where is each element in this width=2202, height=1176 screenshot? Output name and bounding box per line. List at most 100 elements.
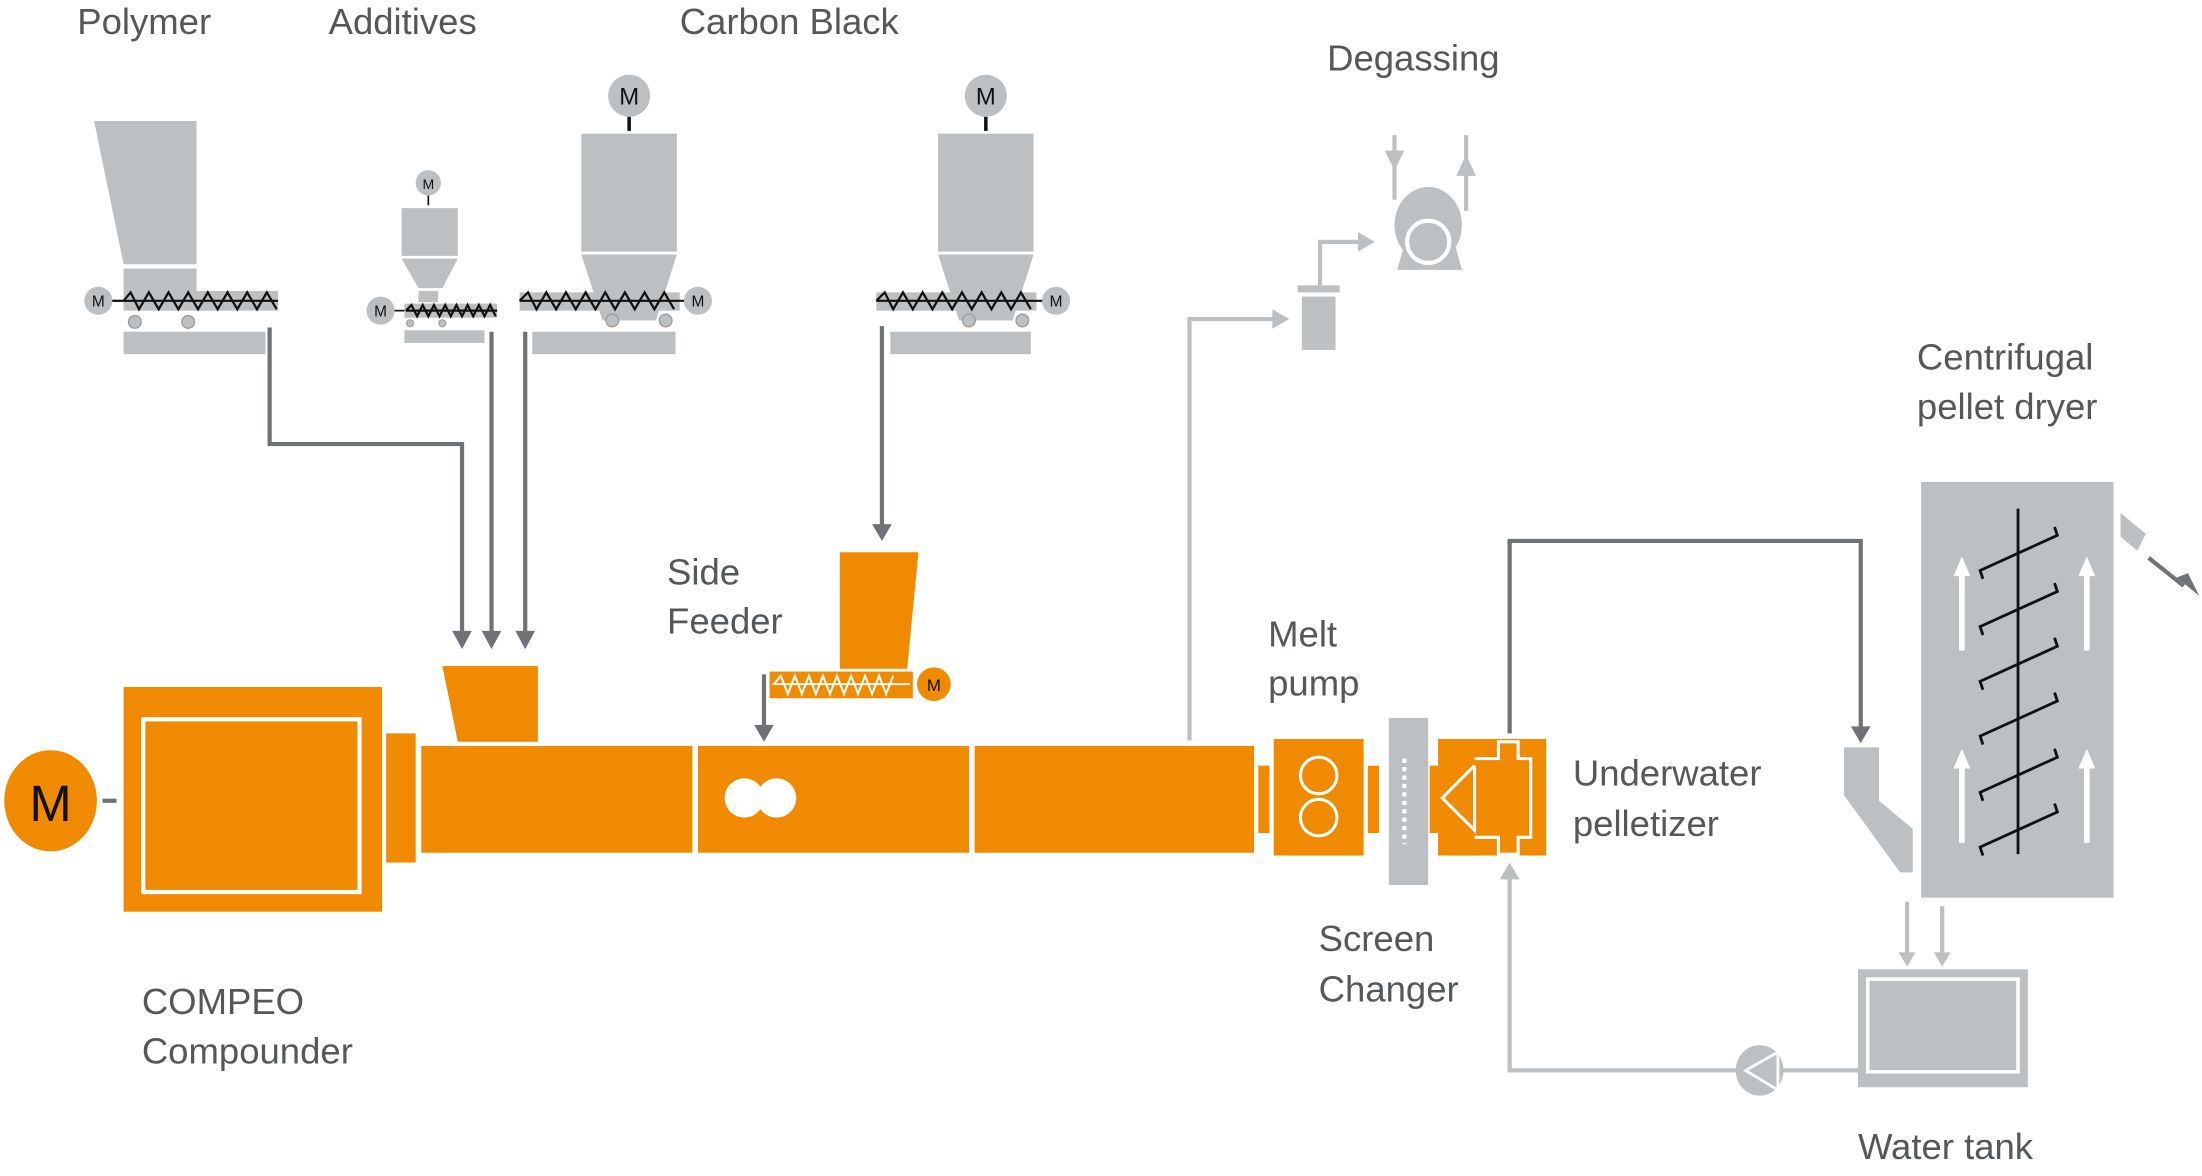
melt-pump <box>1258 738 1380 856</box>
arrow-down-icon <box>872 524 892 541</box>
roller-icon <box>961 313 977 328</box>
screw-icon <box>122 290 278 312</box>
motor-icon: M <box>415 170 441 196</box>
water-loop <box>1499 862 2028 1096</box>
side-feeder: M <box>769 552 951 702</box>
motor-icon: M <box>608 74 651 117</box>
rotor-blades-icon <box>1978 526 2060 856</box>
roller-icon <box>405 319 415 328</box>
label-screen-changer-line1: Screen <box>1319 918 1435 959</box>
underwater-pelletizer <box>1438 738 1547 856</box>
water-pump-icon <box>1735 1045 1784 1096</box>
additives-scale <box>404 330 485 343</box>
vent-line <box>1187 316 1276 741</box>
silo-outlet <box>968 275 1000 293</box>
side-scale <box>890 331 1031 355</box>
vent-pot <box>1301 296 1336 350</box>
arrow-down-icon <box>515 630 536 650</box>
svg-text:M: M <box>92 294 105 311</box>
vacuum-line <box>1317 239 1360 286</box>
carbon-black-scale <box>532 331 676 355</box>
label-side-feeder-line1: Side <box>667 551 740 592</box>
label-compeo-line1: COMPEO <box>142 981 304 1022</box>
adapter <box>1258 765 1270 834</box>
screw-icon <box>405 302 497 319</box>
adapter <box>1429 765 1439 834</box>
arrow-down-icon <box>754 724 774 742</box>
screen-changer <box>1388 717 1439 886</box>
screen-changer-body <box>1388 717 1429 886</box>
arrow-down-icon <box>1898 952 1916 967</box>
side-feeder-hopper <box>839 552 919 669</box>
compeo-compounder: M <box>4 665 1255 912</box>
additives-bin <box>401 208 458 256</box>
label-water-tank: Water tank <box>1858 1126 2034 1167</box>
polymer-feeder: M <box>84 121 279 355</box>
carbon-black-feeder-side: M M <box>875 74 1071 355</box>
svg-text:M: M <box>927 676 941 695</box>
carbon-black-silo <box>938 133 1034 252</box>
svg-text:M: M <box>976 84 996 111</box>
adapter <box>1367 765 1380 834</box>
arrow-up-icon <box>1499 862 1520 880</box>
dryer-outlet-line <box>2147 556 2186 588</box>
arrow-down-icon <box>452 630 472 650</box>
additives-outlet <box>418 290 439 303</box>
arrow-down-icon <box>1933 952 1951 967</box>
arrow-icon <box>2176 573 2200 596</box>
roller-icon <box>438 319 447 328</box>
barrel-section-1 <box>421 745 693 853</box>
carbon-black-silo <box>581 133 677 252</box>
polymer-hopper <box>94 121 197 265</box>
main-hopper <box>442 665 538 742</box>
arrow-right-icon <box>1357 232 1375 252</box>
twin-screw-icon <box>724 778 797 818</box>
water-supply-line <box>1507 877 1738 1073</box>
label-side-feeder-line2: Feeder <box>667 601 783 642</box>
arrow-down-icon <box>1384 150 1405 171</box>
motor-icon: M <box>84 286 113 315</box>
vacuum-pump-icon <box>1394 187 1462 270</box>
label-degassing: Degassing <box>1327 38 1499 79</box>
gearbox-panel <box>141 717 362 895</box>
label-screen-changer-line2: Changer <box>1319 969 1459 1010</box>
label-dryer-line2: pellet dryer <box>1917 386 2098 427</box>
svg-text:M: M <box>1050 294 1063 311</box>
dryer-inlet-chute <box>1843 747 1913 873</box>
coupling <box>386 733 416 863</box>
roller-icon <box>181 314 196 329</box>
motor-icon: M <box>917 667 951 702</box>
feed-lines <box>267 326 2200 744</box>
svg-text:M: M <box>30 775 72 832</box>
label-dryer-line1: Centrifugal <box>1917 337 2094 378</box>
motor-icon: M <box>366 296 395 325</box>
label-carbon-black: Carbon Black <box>680 1 900 42</box>
label-underwater-line2: pelletizer <box>1573 803 1719 844</box>
gear-pump-icon <box>1298 755 1339 838</box>
roller-icon <box>127 314 142 329</box>
label-underwater-line1: Underwater <box>1573 752 1762 793</box>
svg-text:M: M <box>422 176 434 192</box>
polymer-scale <box>123 331 266 355</box>
svg-text:M: M <box>374 304 387 321</box>
roller-icon <box>605 313 620 328</box>
arrow-right-icon <box>1272 309 1290 329</box>
label-additives: Additives <box>329 1 477 42</box>
airflow-arrows-icon <box>1953 556 2096 843</box>
dryer-outlet-chute <box>2120 512 2146 551</box>
barrel-section-3 <box>974 745 1255 853</box>
svg-text:M: M <box>692 294 705 311</box>
additives-cone <box>401 258 458 289</box>
additives-feeder: M M <box>366 170 498 343</box>
polymer-feed-line <box>267 327 465 636</box>
label-melt-pump-line2: pump <box>1268 662 1359 703</box>
motor-icon: M <box>1042 286 1071 315</box>
roller-icon <box>658 313 673 328</box>
arrow-down-icon <box>1850 726 1871 744</box>
screw-icon <box>518 290 676 312</box>
cutter-chamber-icon <box>1474 740 1533 856</box>
degassing-unit <box>1187 135 1476 741</box>
centrifugal-pellet-dryer <box>1843 481 2146 898</box>
die-plate-icon <box>1440 764 1477 834</box>
